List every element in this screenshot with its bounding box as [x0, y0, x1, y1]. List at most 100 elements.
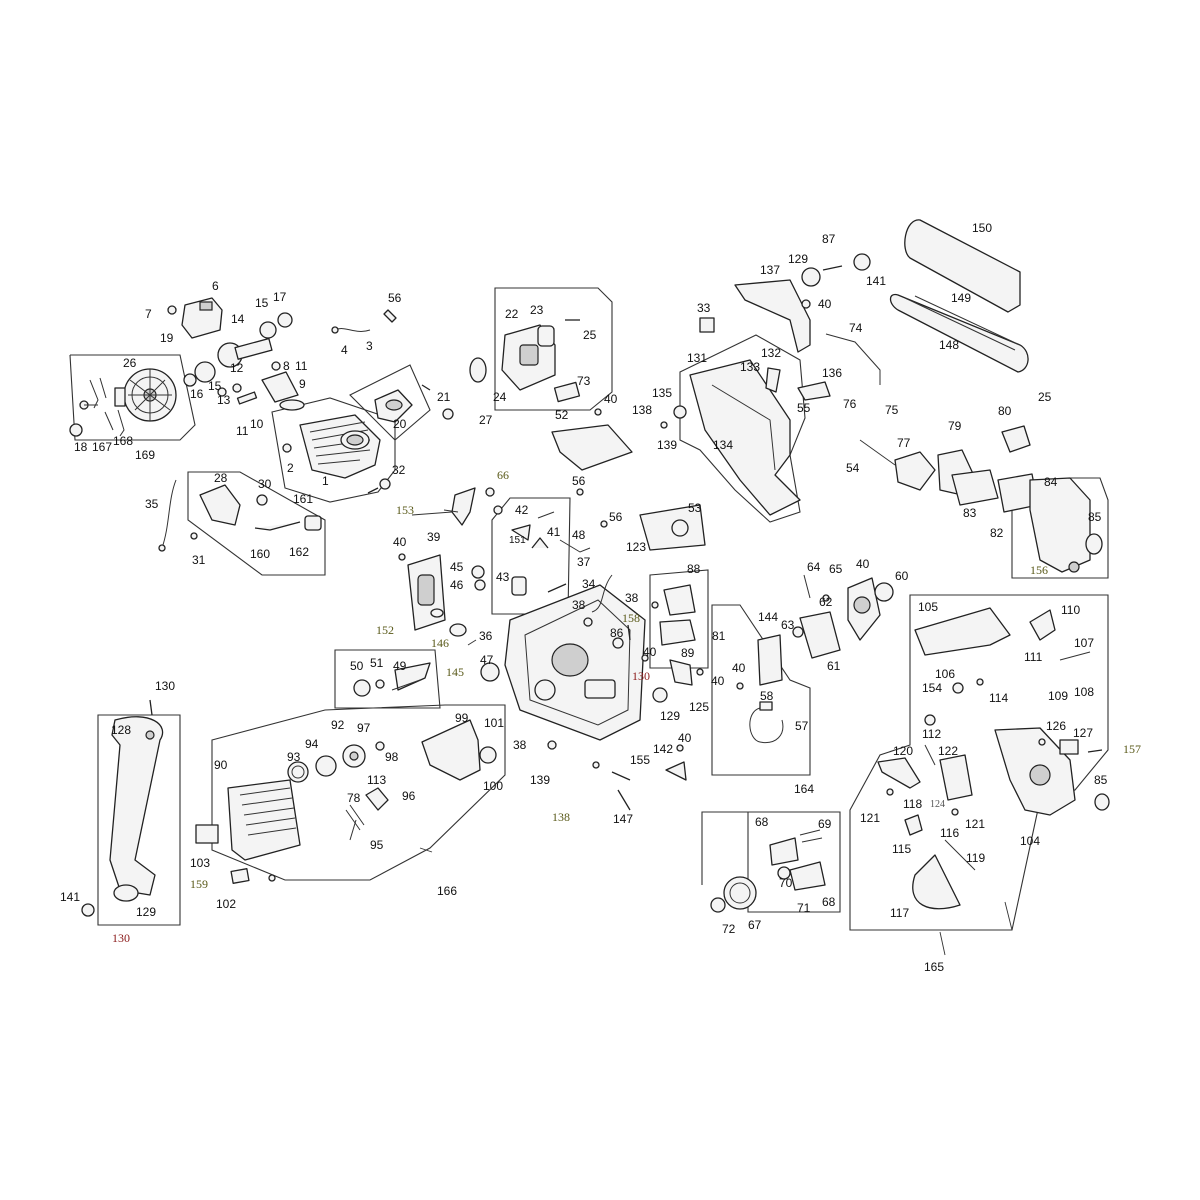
bearing-12 — [217, 387, 227, 397]
fitting-46 — [474, 579, 486, 591]
pulley-92-hub — [349, 751, 359, 761]
label-101: 101 — [484, 716, 504, 730]
screw-62 — [822, 594, 830, 602]
label-14: 14 — [231, 312, 245, 326]
label-53: 53 — [688, 501, 702, 515]
ring-27 — [442, 408, 454, 420]
lever-136 — [797, 381, 831, 401]
label-154: 154 — [922, 681, 942, 695]
label-137: 137 — [760, 263, 780, 277]
wire-160 — [254, 521, 301, 531]
label-73: 73 — [577, 374, 591, 388]
label-113: 113 — [367, 773, 386, 787]
fuel-cap-146 — [449, 623, 467, 637]
washer-138 — [592, 761, 600, 769]
label-157: 157 — [1123, 742, 1141, 756]
part-number-labels: 1 2 3 4 6 7 8 9 10 11 11 12 13 14 15 15 … — [60, 221, 1141, 974]
screw-38a — [583, 617, 593, 627]
label-89: 89 — [681, 646, 695, 660]
label-4: 4 — [341, 343, 348, 357]
label-141b: 141 — [60, 890, 80, 904]
label-130b: 130 — [632, 669, 650, 683]
label-100: 100 — [483, 779, 503, 793]
label-80: 80 — [998, 404, 1012, 418]
label-130a: 130 — [155, 679, 175, 693]
label-40b: 40 — [604, 392, 618, 406]
screw-121a — [886, 788, 894, 796]
label-56a: 56 — [388, 291, 402, 305]
label-2: 2 — [287, 461, 294, 475]
label-123: 123 — [626, 540, 646, 554]
gasket-23 — [537, 325, 555, 347]
oil-line-34 — [591, 574, 613, 613]
label-151: 151 — [509, 535, 526, 546]
label-145: 145 — [446, 665, 464, 679]
label-99: 99 — [455, 711, 469, 725]
label-48: 48 — [572, 528, 586, 542]
label-79: 79 — [948, 419, 962, 433]
label-142: 142 — [653, 742, 673, 756]
front-handle-group-box — [97, 714, 181, 926]
gear-15 — [259, 321, 277, 339]
label-15b: 15 — [208, 379, 222, 393]
label-40c: 40 — [818, 297, 832, 311]
label-54: 54 — [846, 461, 860, 475]
grommet-47 — [480, 662, 500, 682]
label-160: 160 — [250, 547, 270, 561]
label-33: 33 — [697, 301, 711, 315]
label-40e: 40 — [643, 645, 657, 659]
label-110: 110 — [1061, 603, 1080, 617]
chain-brake-handle-105 — [914, 607, 1011, 656]
screw-38c — [547, 740, 557, 750]
label-159: 159 — [190, 877, 208, 891]
seal-60 — [874, 582, 894, 602]
label-25b: 25 — [1038, 390, 1052, 404]
label-115: 115 — [892, 842, 911, 856]
label-107: 107 — [1074, 636, 1094, 650]
sprocket-cover-hole — [1029, 764, 1051, 786]
fuel-line-48b — [559, 539, 591, 553]
label-1: 1 — [322, 474, 329, 488]
front-handle-128 — [109, 716, 164, 896]
label-30: 30 — [258, 477, 272, 491]
bolt-147 — [617, 789, 631, 811]
label-64: 64 — [807, 560, 821, 574]
label-47: 47 — [480, 653, 494, 667]
throttle-group-box — [334, 649, 441, 709]
label-102: 102 — [216, 897, 236, 911]
label-97: 97 — [357, 721, 371, 735]
gasket-24 — [469, 357, 487, 383]
label-72: 72 — [722, 922, 736, 936]
label-65: 65 — [829, 562, 843, 576]
spring-106 — [952, 682, 964, 694]
label-139b: 139 — [530, 773, 550, 787]
lever-110 — [1029, 609, 1056, 641]
cylinder — [299, 414, 381, 479]
ignition-group-box — [187, 471, 326, 576]
part-33 — [699, 317, 715, 333]
carburetor-77 — [894, 451, 936, 491]
label-116: 116 — [940, 826, 959, 840]
bolt-157 — [1087, 749, 1103, 753]
washer-30 — [256, 494, 268, 506]
label-38b: 38 — [625, 591, 639, 605]
label-15a: 15 — [255, 296, 269, 310]
o-ring-152 — [430, 608, 444, 618]
impulse-hose-3 — [334, 328, 371, 332]
label-8: 8 — [283, 359, 290, 373]
label-117: 117 — [890, 906, 909, 920]
saw-chain-149 — [904, 295, 1023, 351]
label-51: 51 — [370, 656, 384, 670]
washer-139 — [660, 421, 668, 429]
fitting-45 — [471, 565, 485, 579]
label-150: 150 — [972, 221, 992, 235]
lever-96 — [365, 787, 389, 811]
part-50 — [353, 679, 371, 697]
rod-145 — [391, 679, 421, 691]
label-161: 161 — [293, 492, 313, 506]
label-131: 131 — [687, 351, 707, 365]
label-32: 32 — [392, 463, 406, 477]
label-165: 165 — [924, 960, 944, 974]
label-39: 39 — [427, 530, 441, 544]
label-167: 167 — [92, 440, 112, 454]
